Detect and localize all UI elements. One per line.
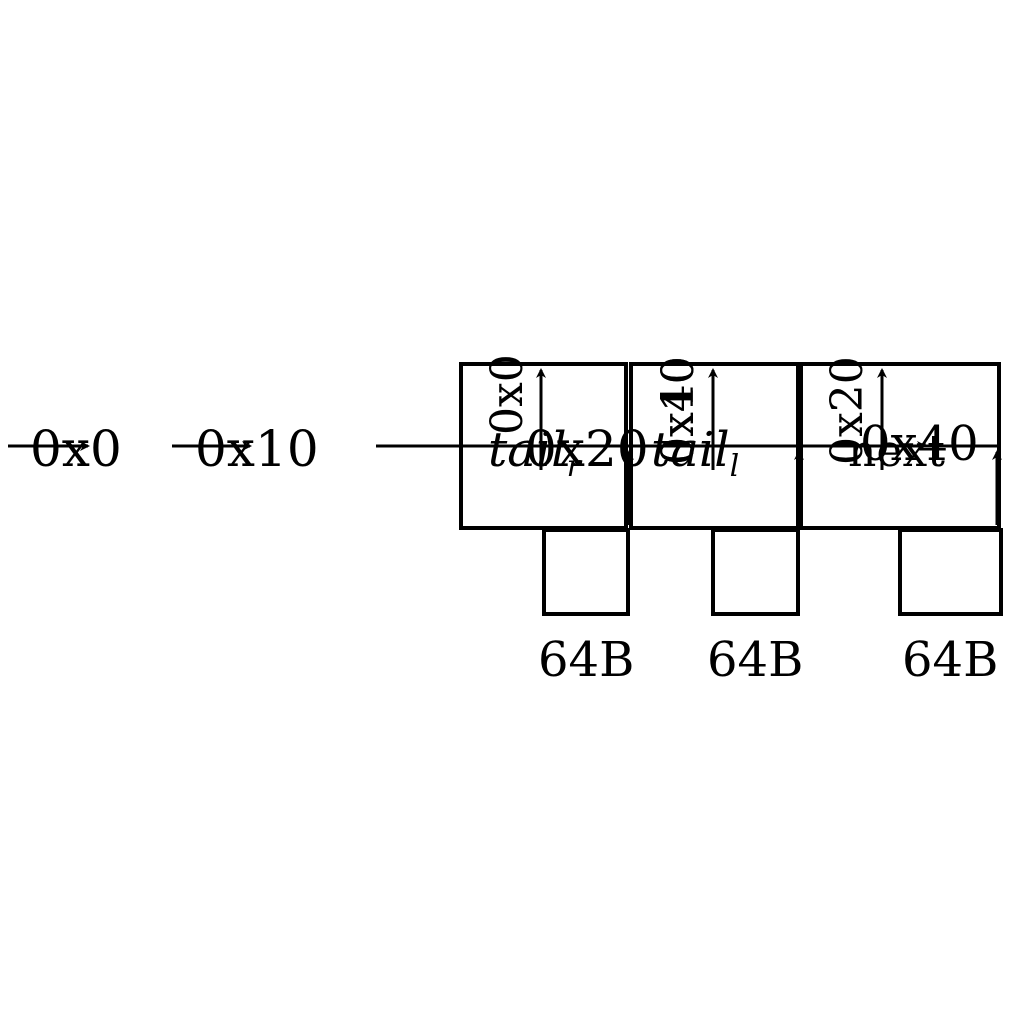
lower-blocks <box>542 528 1003 616</box>
block-3 <box>898 528 1003 616</box>
block-size-label-3: 64B <box>902 632 998 688</box>
rotated-address-0x40: 0x40 <box>653 356 704 465</box>
address-label-0x20: 0x20 <box>525 420 649 478</box>
address-label-0x40: 0x40 <box>860 416 979 472</box>
tail-l-base: tail <box>651 422 730 478</box>
tail-r-base: tail <box>488 422 567 478</box>
block-2 <box>711 528 800 616</box>
block-size-label-1: 64B <box>538 632 634 688</box>
tail-r-sub: r <box>567 449 583 484</box>
tail-l-sub: l <box>730 449 740 484</box>
address-label-0x10: 0x10 <box>195 420 319 478</box>
address-label-0x0: 0x0 <box>30 420 122 478</box>
tail-l-label: taill <box>651 422 739 484</box>
block-size-label-2: 64B <box>707 632 803 688</box>
block-1 <box>542 528 630 616</box>
rotated-address-0x20: 0x20 <box>822 356 873 465</box>
rotated-address-0x0: 0x0 <box>482 354 533 435</box>
vertical-arrows <box>536 368 1002 525</box>
rotated-address-0x10: 0x10 <box>653 356 704 465</box>
next-label: next <box>848 426 945 477</box>
tail-r-label: tailr <box>488 422 583 484</box>
